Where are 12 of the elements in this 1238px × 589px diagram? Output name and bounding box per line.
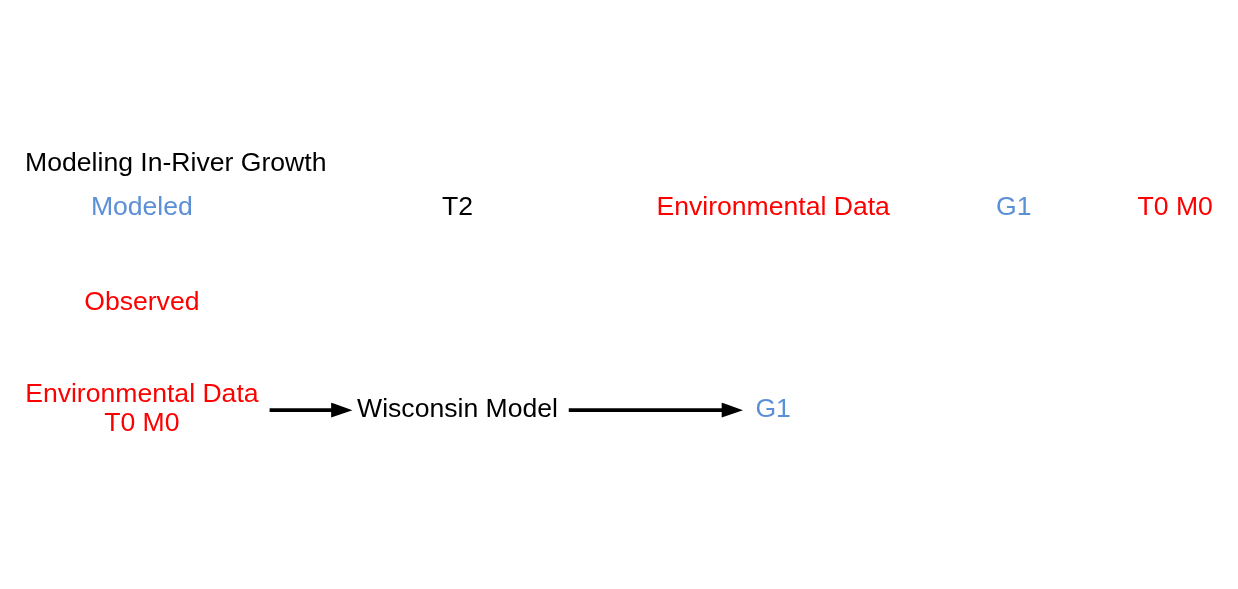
label: T0 M0 (1137, 190, 1213, 221)
label: Observed (84, 286, 200, 317)
label: Modeled (90, 190, 193, 221)
label: Environmental Data (656, 190, 890, 221)
label: G1 (996, 190, 1032, 221)
node-text: G1 (755, 392, 791, 423)
arrow (269, 402, 353, 418)
label: T2 (442, 190, 474, 221)
node-text: Environmental Data T0 M0 (25, 378, 259, 438)
arrow (568, 402, 743, 418)
node-text: Wisconsin Model (357, 392, 558, 423)
diagram-title: Modeling In-River Growth (25, 146, 327, 177)
